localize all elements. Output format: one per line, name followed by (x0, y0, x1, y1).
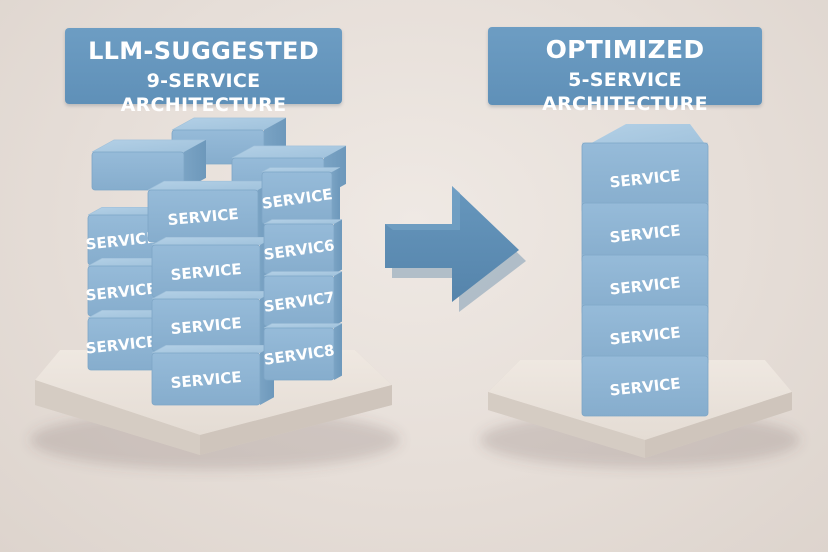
left-service-blocks: SERVICESERVICESERVICESERVICESERVICESERVI… (85, 117, 347, 406)
right-block-5: SERVICE (581, 355, 709, 417)
right-block-4: SERVICE (581, 304, 709, 366)
left-block-col3-row2: SERVIC6 (263, 219, 343, 275)
right-title-line2: 5-SERVICE ARCHITECTURE (542, 69, 708, 115)
right-title-banner: OPTIMIZED 5-SERVICE ARCHITECTURE (488, 27, 762, 115)
left-block-col2-row3: SERVICE (151, 291, 275, 352)
left-block-col2-row2: SERVICE (151, 237, 275, 298)
right-block-3: SERVICE (581, 254, 709, 316)
left-title-banner: LLM-SUGGESTED 9-SERVICE ARCHITECTURE (65, 28, 342, 116)
left-block-top-left (91, 139, 207, 191)
right-tower-cap (586, 124, 708, 148)
right-block-2: SERVICE (581, 202, 709, 264)
left-title-line1: LLM-SUGGESTED (88, 37, 319, 65)
left-block-col3-row3: SERVIC7 (263, 271, 343, 327)
right-block-1: SERVICE (581, 142, 709, 214)
left-block-col2-row4: SERVICE (151, 345, 275, 406)
left-title-line2: 9-SERVICE ARCHITECTURE (120, 70, 287, 116)
right-arrow-icon (385, 186, 526, 312)
left-block-col2-row1: SERVICE (147, 180, 275, 243)
right-title-line1: OPTIMIZED (545, 35, 705, 64)
left-block-col3-row1: SERVICE (261, 167, 341, 225)
left-block-col3-row4: SERVIC8 (263, 323, 343, 381)
